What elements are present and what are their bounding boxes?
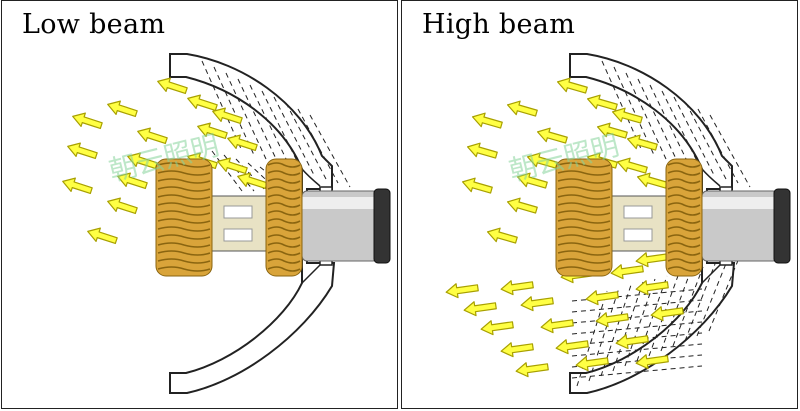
light-arrow — [611, 107, 643, 124]
light-arrow — [610, 264, 644, 280]
heatsink-right — [665, 158, 703, 277]
light-arrow — [555, 339, 589, 355]
light-arrow — [575, 356, 609, 372]
light-arrow — [486, 227, 518, 244]
bulb-contact — [773, 188, 791, 264]
led-board — [209, 195, 273, 252]
high-beam-panel: High beam 朝云照明 — [401, 0, 798, 409]
light-arrow — [67, 142, 98, 160]
light-arrow — [217, 157, 248, 175]
light-arrow — [187, 94, 218, 112]
light-arrow — [117, 172, 148, 190]
light-arrow — [536, 127, 568, 144]
light-arrow — [540, 318, 574, 334]
led-chip-top — [623, 205, 653, 219]
light-arrow — [461, 177, 493, 194]
light-arrow — [72, 112, 103, 130]
light-arrow — [516, 172, 548, 189]
light-arrow — [636, 172, 668, 189]
led-chip-top — [223, 205, 253, 219]
led-bulb — [609, 188, 791, 264]
light-arrow — [463, 301, 497, 317]
light-arrow — [616, 157, 648, 174]
light-arrow — [520, 296, 554, 312]
heatsink-right — [265, 158, 303, 277]
light-arrow — [506, 197, 538, 214]
reflector-outline — [569, 53, 736, 394]
led-chip-bottom — [623, 228, 653, 242]
led-chip-bottom — [223, 228, 253, 242]
light-arrow — [500, 280, 534, 296]
light-arrow — [515, 362, 549, 378]
light-arrow — [585, 290, 619, 306]
light-arrow — [595, 312, 629, 328]
light-arrow — [466, 142, 498, 159]
led-board — [609, 195, 673, 252]
light-arrow — [445, 283, 479, 299]
light-arrow — [471, 112, 503, 129]
light-arrow — [137, 127, 168, 145]
bulb-contact — [373, 188, 391, 264]
low-beam-label: Low beam — [22, 9, 166, 40]
light-arrow — [586, 94, 618, 111]
light-arrow — [500, 342, 534, 358]
light-arrow — [107, 100, 138, 118]
low-beam-diagram: 朝云照明 — [62, 53, 391, 394]
heatsink-left — [155, 158, 213, 277]
light-arrow — [62, 177, 93, 195]
light-arrow — [506, 100, 538, 117]
light-arrow — [227, 134, 258, 152]
light-arrow — [596, 122, 628, 139]
light-arrow — [635, 280, 669, 296]
light-arrow — [626, 134, 658, 151]
light-arrow — [212, 107, 243, 125]
heatsink-left — [555, 158, 613, 277]
light-arrow — [615, 334, 649, 350]
high-beam-diagram: 朝云照明 — [445, 53, 791, 394]
reflector-outline — [169, 53, 336, 394]
light-arrow — [87, 227, 118, 245]
low-beam-panel: Low beam 朝云照明 — [1, 0, 398, 409]
light-arrow — [157, 77, 188, 95]
light-arrow — [480, 320, 514, 336]
light-arrow — [197, 122, 228, 140]
light-arrow — [556, 77, 588, 94]
light-arrow — [650, 306, 684, 322]
light-arrow — [635, 354, 669, 370]
reflected-rays — [201, 60, 351, 192]
light-arrow — [107, 197, 138, 215]
high-beam-label: High beam — [422, 9, 576, 40]
light-arrow — [635, 252, 669, 268]
